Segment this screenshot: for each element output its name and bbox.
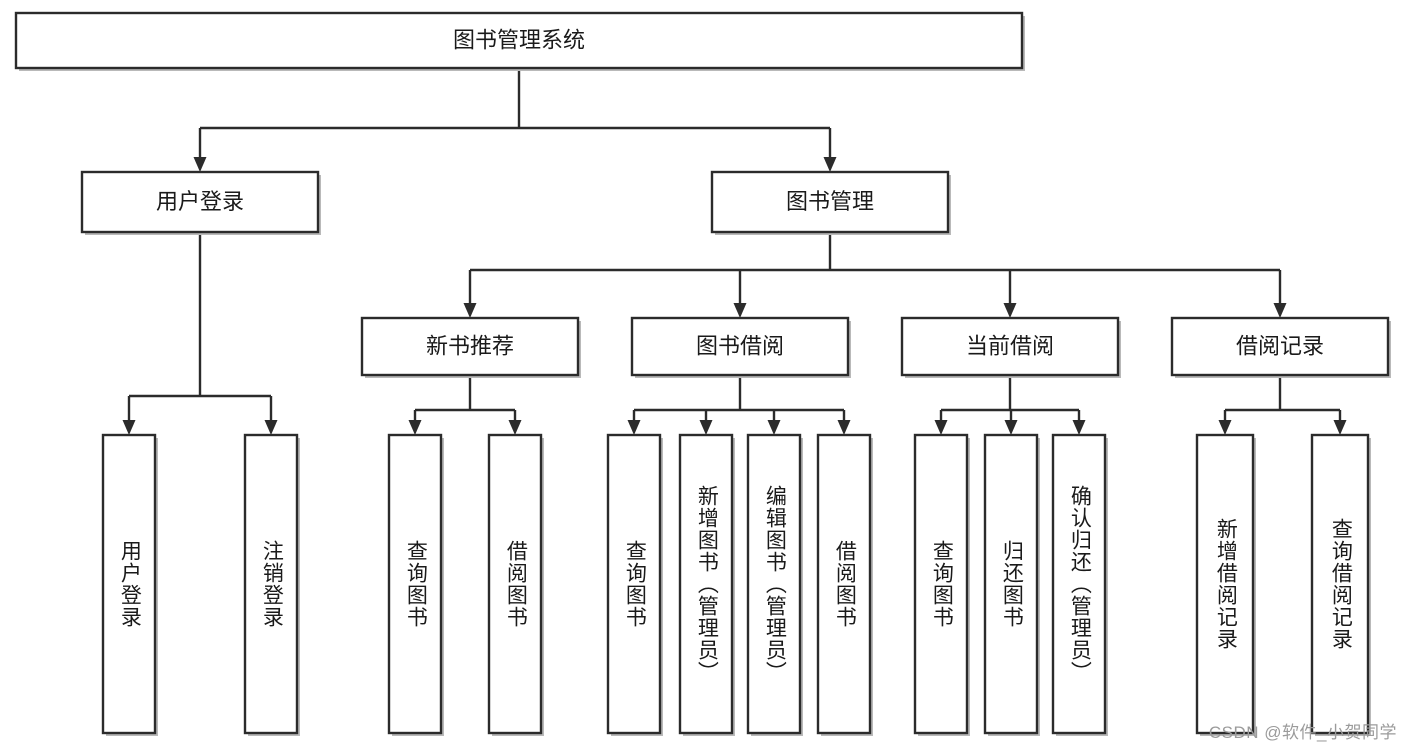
node-box-current-borrow[interactable] — [900, 316, 1120, 377]
arrow-head-icon — [837, 420, 851, 435]
node-label: 图书管理系统 — [453, 27, 585, 52]
node-box-leaf-query-book-3[interactable] — [913, 433, 969, 735]
node-box-leaf-query-record[interactable] — [1310, 433, 1370, 735]
arrow-head-icon — [193, 157, 207, 172]
node-box-leaf-user-login[interactable] — [101, 433, 157, 735]
arrow-head-icon — [122, 420, 136, 435]
node-box-book-manage[interactable] — [710, 170, 950, 234]
arrow-head-icon — [463, 303, 477, 318]
node-box-user-login[interactable] — [80, 170, 320, 234]
arrow-head-icon — [627, 420, 641, 435]
arrow-head-icon — [1273, 303, 1287, 318]
node-box-leaf-borrow-book-2[interactable] — [816, 433, 872, 735]
arrow-head-icon — [767, 420, 781, 435]
node-box-leaf-add-record[interactable] — [1195, 433, 1255, 735]
arrow-head-icon — [1333, 420, 1347, 435]
node-label: 图书管理 — [786, 189, 874, 214]
node-box-leaf-edit-book[interactable] — [746, 433, 802, 735]
arrow-head-icon — [264, 420, 278, 435]
node-box-book-borrow[interactable] — [630, 316, 850, 377]
node-box-leaf-add-book[interactable] — [678, 433, 734, 735]
arrow-head-icon — [508, 420, 522, 435]
node-box-root[interactable] — [14, 11, 1024, 70]
arrow-head-icon — [1004, 420, 1018, 435]
arrow-head-icon — [1072, 420, 1086, 435]
connectors-layer — [122, 68, 1347, 435]
node-box-borrow-record[interactable] — [1170, 316, 1390, 377]
arrow-head-icon — [823, 157, 837, 172]
node-box-leaf-query-book-1[interactable] — [387, 433, 443, 735]
watermark-text: CSDN @软件_小贺同学 — [1208, 723, 1397, 742]
node-label: 用户登录 — [156, 189, 244, 214]
node-box-leaf-query-book-2[interactable] — [606, 433, 662, 735]
node-label: 当前借阅 — [966, 333, 1054, 358]
node-label: 图书借阅 — [696, 333, 784, 358]
node-box-leaf-logout[interactable] — [243, 433, 299, 735]
arrow-head-icon — [1218, 420, 1232, 435]
arrow-head-icon — [733, 303, 747, 318]
arrow-head-icon — [1003, 303, 1017, 318]
node-label: 新书推荐 — [426, 333, 514, 358]
node-box-new-book-recommend[interactable] — [360, 316, 580, 377]
arrow-head-icon — [408, 420, 422, 435]
arrow-head-icon — [699, 420, 713, 435]
arrow-head-icon — [934, 420, 948, 435]
node-box-leaf-borrow-book-1[interactable] — [487, 433, 543, 735]
node-box-leaf-confirm-return[interactable] — [1051, 433, 1107, 735]
node-box-leaf-return-book[interactable] — [983, 433, 1039, 735]
node-label: 借阅记录 — [1236, 333, 1324, 358]
